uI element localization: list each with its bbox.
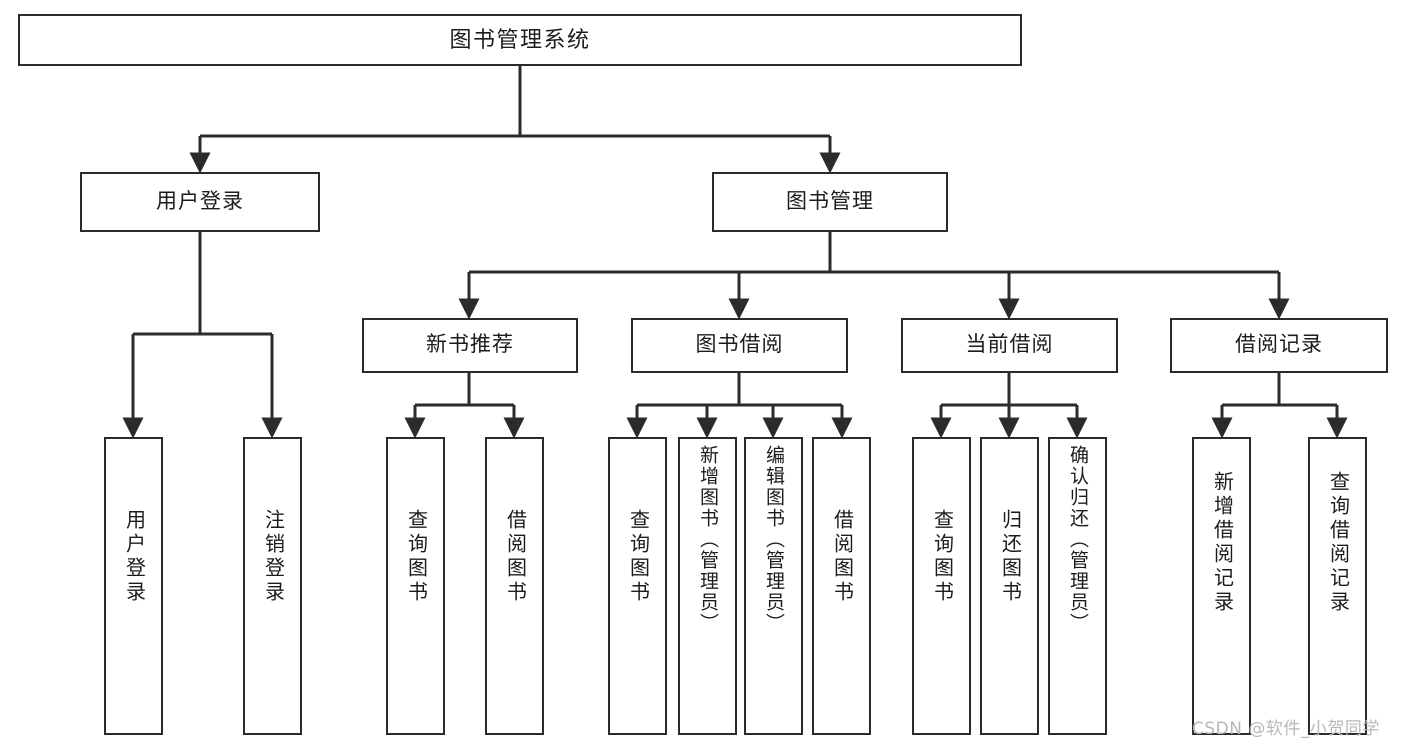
node-leaf-query-book-borrow[interactable]: 查询图书 [608, 437, 667, 735]
node-label: 归还图书 [998, 509, 1021, 605]
node-label: 新增图书（管理员） [697, 445, 718, 634]
node-label: 当前借阅 [965, 333, 1054, 357]
node-leaf-query-borrow-record[interactable]: 查询借阅记录 [1308, 437, 1367, 735]
node-label: 用户登录 [156, 189, 244, 213]
node-new-book-recommend[interactable]: 新书推荐 [362, 318, 578, 373]
node-leaf-borrow-book-recommend[interactable]: 借阅图书 [485, 437, 544, 735]
node-label: 查询图书 [626, 509, 649, 605]
node-label: 新增借阅记录 [1210, 471, 1233, 615]
node-leaf-return-book[interactable]: 归还图书 [980, 437, 1039, 735]
node-leaf-borrow-book[interactable]: 借阅图书 [812, 437, 871, 735]
node-leaf-edit-book[interactable]: 编辑图书（管理员） [744, 437, 803, 735]
node-label: 图书借阅 [695, 333, 784, 357]
node-label: 新书推荐 [426, 333, 514, 357]
node-label: 用户登录 [122, 509, 145, 605]
node-leaf-logout[interactable]: 注销登录 [243, 437, 302, 735]
node-label: 借阅图书 [830, 509, 853, 605]
node-label: 查询图书 [930, 509, 953, 605]
node-label: 编辑图书（管理员） [763, 445, 784, 634]
node-label: 查询借阅记录 [1326, 471, 1349, 615]
node-user-login[interactable]: 用户登录 [80, 172, 320, 232]
node-label: 借阅图书 [503, 509, 526, 605]
node-label: 借阅记录 [1235, 333, 1323, 357]
node-borrow-record[interactable]: 借阅记录 [1170, 318, 1388, 373]
node-leaf-user-login[interactable]: 用户登录 [104, 437, 163, 735]
node-book-borrow[interactable]: 图书借阅 [631, 318, 848, 373]
node-label: 图书管理 [786, 189, 874, 213]
node-root-book-management-system[interactable]: 图书管理系统 [18, 14, 1022, 66]
node-current-borrow[interactable]: 当前借阅 [901, 318, 1118, 373]
node-label: 图书管理系统 [449, 27, 591, 53]
node-leaf-query-book-recommend[interactable]: 查询图书 [386, 437, 445, 735]
node-label: 注销登录 [261, 509, 284, 605]
node-label: 查询图书 [404, 509, 427, 605]
node-leaf-add-borrow-record[interactable]: 新增借阅记录 [1192, 437, 1251, 735]
node-leaf-confirm-return[interactable]: 确认归还（管理员） [1048, 437, 1107, 735]
node-book-management[interactable]: 图书管理 [712, 172, 948, 232]
node-label: 确认归还（管理员） [1067, 445, 1088, 634]
node-leaf-add-book[interactable]: 新增图书（管理员） [678, 437, 737, 735]
watermark: CSDN @软件_小贺同学 [1192, 719, 1380, 739]
node-leaf-query-book-current[interactable]: 查询图书 [912, 437, 971, 735]
